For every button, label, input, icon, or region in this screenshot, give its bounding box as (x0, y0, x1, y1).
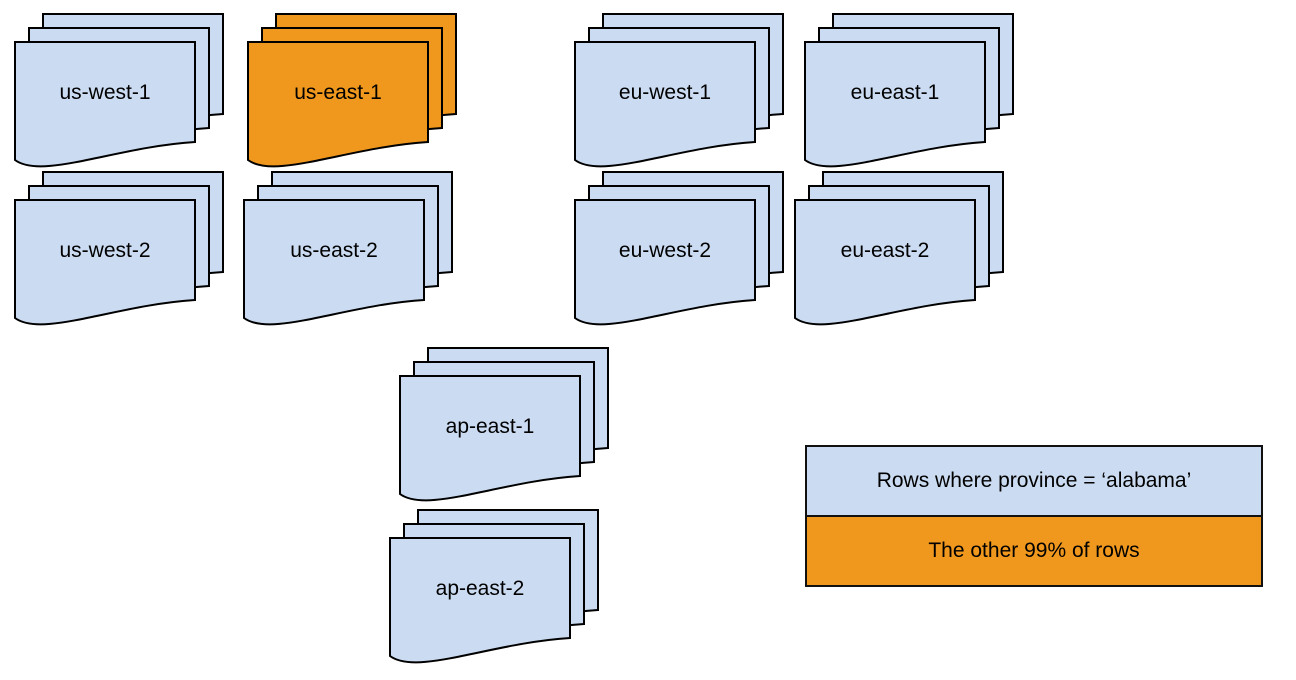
document-sheet-front (389, 537, 571, 664)
region-stack-eu-west-2: eu-west-2 (574, 171, 784, 326)
region-label: us-west-1 (59, 81, 150, 104)
legend: Rows where province = ‘alabama’ The othe… (805, 445, 1263, 587)
document-sheet-front (399, 375, 581, 502)
document-sheet-front (14, 41, 196, 168)
region-stack-eu-west-1: eu-west-1 (574, 13, 784, 168)
region-stack-eu-east-2: eu-east-2 (794, 171, 1004, 326)
document-sheet-front (804, 41, 986, 168)
region-label: ap-east-2 (436, 577, 525, 600)
document-sheet-front (247, 41, 429, 168)
document-sheet-front (243, 199, 425, 326)
region-stack-ap-east-2: ap-east-2 (389, 509, 599, 664)
region-label: eu-west-1 (619, 81, 711, 104)
region-stack-ap-east-1: ap-east-1 (399, 347, 609, 502)
region-label: us-west-2 (59, 239, 150, 262)
region-stack-us-west-2: us-west-2 (14, 171, 224, 326)
region-stack-us-east-2: us-east-2 (243, 171, 453, 326)
region-label: ap-east-1 (446, 415, 535, 438)
document-sheet-front (574, 199, 756, 326)
document-sheet-front (14, 199, 196, 326)
legend-row-alabama: Rows where province = ‘alabama’ (807, 447, 1261, 515)
region-label: us-east-1 (294, 81, 382, 104)
document-sheet-front (574, 41, 756, 168)
region-stack-eu-east-1: eu-east-1 (804, 13, 1014, 168)
region-label: eu-east-2 (841, 239, 930, 262)
region-label: eu-west-2 (619, 239, 711, 262)
legend-row-other-rows: The other 99% of rows (807, 515, 1261, 585)
region-stack-us-east-1: us-east-1 (247, 13, 457, 168)
legend-label-other-rows: The other 99% of rows (928, 539, 1140, 562)
document-sheet-front (794, 199, 976, 326)
region-stack-us-west-1: us-west-1 (14, 13, 224, 168)
region-label: us-east-2 (290, 239, 378, 262)
legend-label-alabama: Rows where province = ‘alabama’ (876, 469, 1192, 492)
region-label: eu-east-1 (851, 81, 940, 104)
